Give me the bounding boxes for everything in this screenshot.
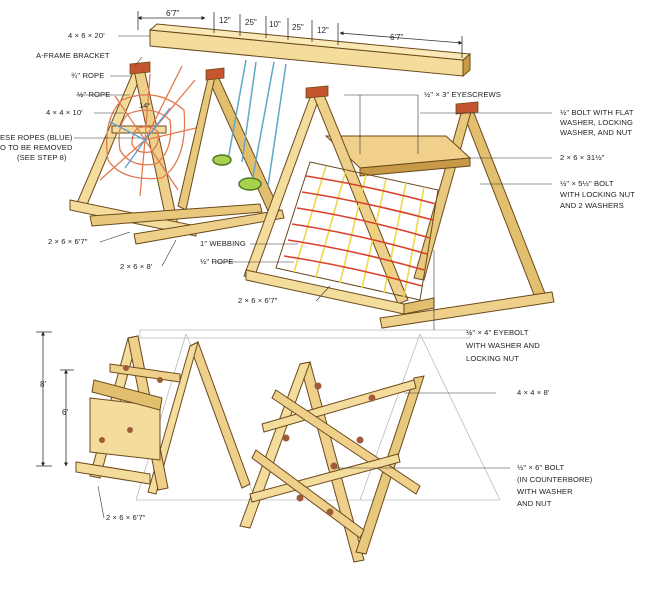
left-a-frame bbox=[69, 59, 287, 245]
dim-seg-3: 10" bbox=[269, 20, 281, 29]
top-beam bbox=[148, 23, 472, 78]
net-a-frame bbox=[243, 85, 555, 329]
label-bolt-flat-2: WASHER, LOCKING bbox=[560, 118, 633, 127]
label-blue-ropes-2: O TO BE REMOVED bbox=[0, 143, 73, 152]
label-bolt-flat-1: ½" BOLT WITH FLAT bbox=[560, 108, 634, 117]
label-rope-1-2-left: ½" ROPE bbox=[77, 90, 111, 99]
dim-seg-2: 25" bbox=[245, 18, 257, 27]
label-post-4x4x10: 4 × 4 × 10' bbox=[46, 108, 83, 117]
spider-web-rope bbox=[99, 65, 197, 197]
label-bolt-6-1: ½" × 6" BOLT bbox=[517, 463, 565, 472]
label-bolt-6-3: WITH WASHER bbox=[517, 487, 573, 496]
dim-right-span: 6'7" bbox=[390, 33, 404, 42]
blue-ropes bbox=[109, 107, 171, 169]
dim-seg-4: 25" bbox=[292, 23, 304, 32]
dim-inner-height: 6' bbox=[62, 408, 68, 417]
label-eyebolt-1: ½" × 4" EYEBOLT bbox=[466, 328, 529, 337]
label-board-2x6x67-bottom: 2 × 6 × 6'7" bbox=[106, 513, 146, 522]
label-beam: 4 × 6 × 20' bbox=[68, 31, 105, 40]
ladder-frame bbox=[75, 335, 251, 495]
label-rope-1-2-center: ½" ROPE bbox=[200, 257, 234, 266]
label-blue-ropes-1: ESE ROPES (BLUE) bbox=[0, 133, 73, 142]
dim-seg-5: 12" bbox=[317, 26, 329, 35]
label-bolt-6-2: (IN COUNTERBORE) bbox=[517, 475, 593, 484]
label-a-frame-bracket: A-FRAME BRACKET bbox=[36, 51, 110, 60]
dim-left-span: 6'7" bbox=[166, 9, 180, 18]
dim-overall-height: 8' bbox=[40, 380, 46, 389]
height-dimensions bbox=[36, 331, 74, 467]
label-bolt-flat-3: WASHER, AND NUT bbox=[560, 128, 633, 137]
climbing-wall-frame bbox=[239, 361, 425, 563]
top-dimension-line bbox=[137, 11, 463, 58]
label-bolt-6-4: AND NUT bbox=[517, 499, 552, 508]
label-board-2x6x67-left: 2 × 6 × 6'7" bbox=[48, 237, 88, 246]
dim-seg-1: 12" bbox=[219, 16, 231, 25]
label-eyebolt-2: WITH WASHER AND bbox=[466, 341, 540, 350]
label-webbing: 1" WEBBING bbox=[200, 239, 246, 248]
label-post-4x4x8: 4 × 4 × 8' bbox=[517, 388, 550, 397]
label-eyescrews: ½" × 3" EYESCREWS bbox=[424, 90, 501, 99]
angle-label: 14° bbox=[139, 101, 151, 110]
label-board-2x6x67-center: 2 × 6 × 6'7" bbox=[238, 296, 278, 305]
label-board-2x6x8: 2 × 6 × 8' bbox=[120, 262, 153, 271]
label-bolt-5-1: ½" × 5½" BOLT bbox=[560, 179, 614, 188]
label-eyebolt-3: LOCKING NUT bbox=[466, 354, 519, 363]
label-rope-3-4: ¾" ROPE bbox=[71, 71, 105, 80]
climbing-net bbox=[275, 161, 439, 301]
leader-lines bbox=[74, 35, 552, 519]
label-bolt-5-3: AND 2 WASHERS bbox=[560, 201, 624, 210]
label-bolt-5-2: WITH LOCKING NUT bbox=[560, 190, 636, 199]
label-board-2x6x31: 2 × 6 × 31½" bbox=[560, 153, 605, 162]
swings bbox=[212, 59, 287, 191]
label-blue-ropes-3: (SEE STEP 8) bbox=[17, 153, 67, 162]
